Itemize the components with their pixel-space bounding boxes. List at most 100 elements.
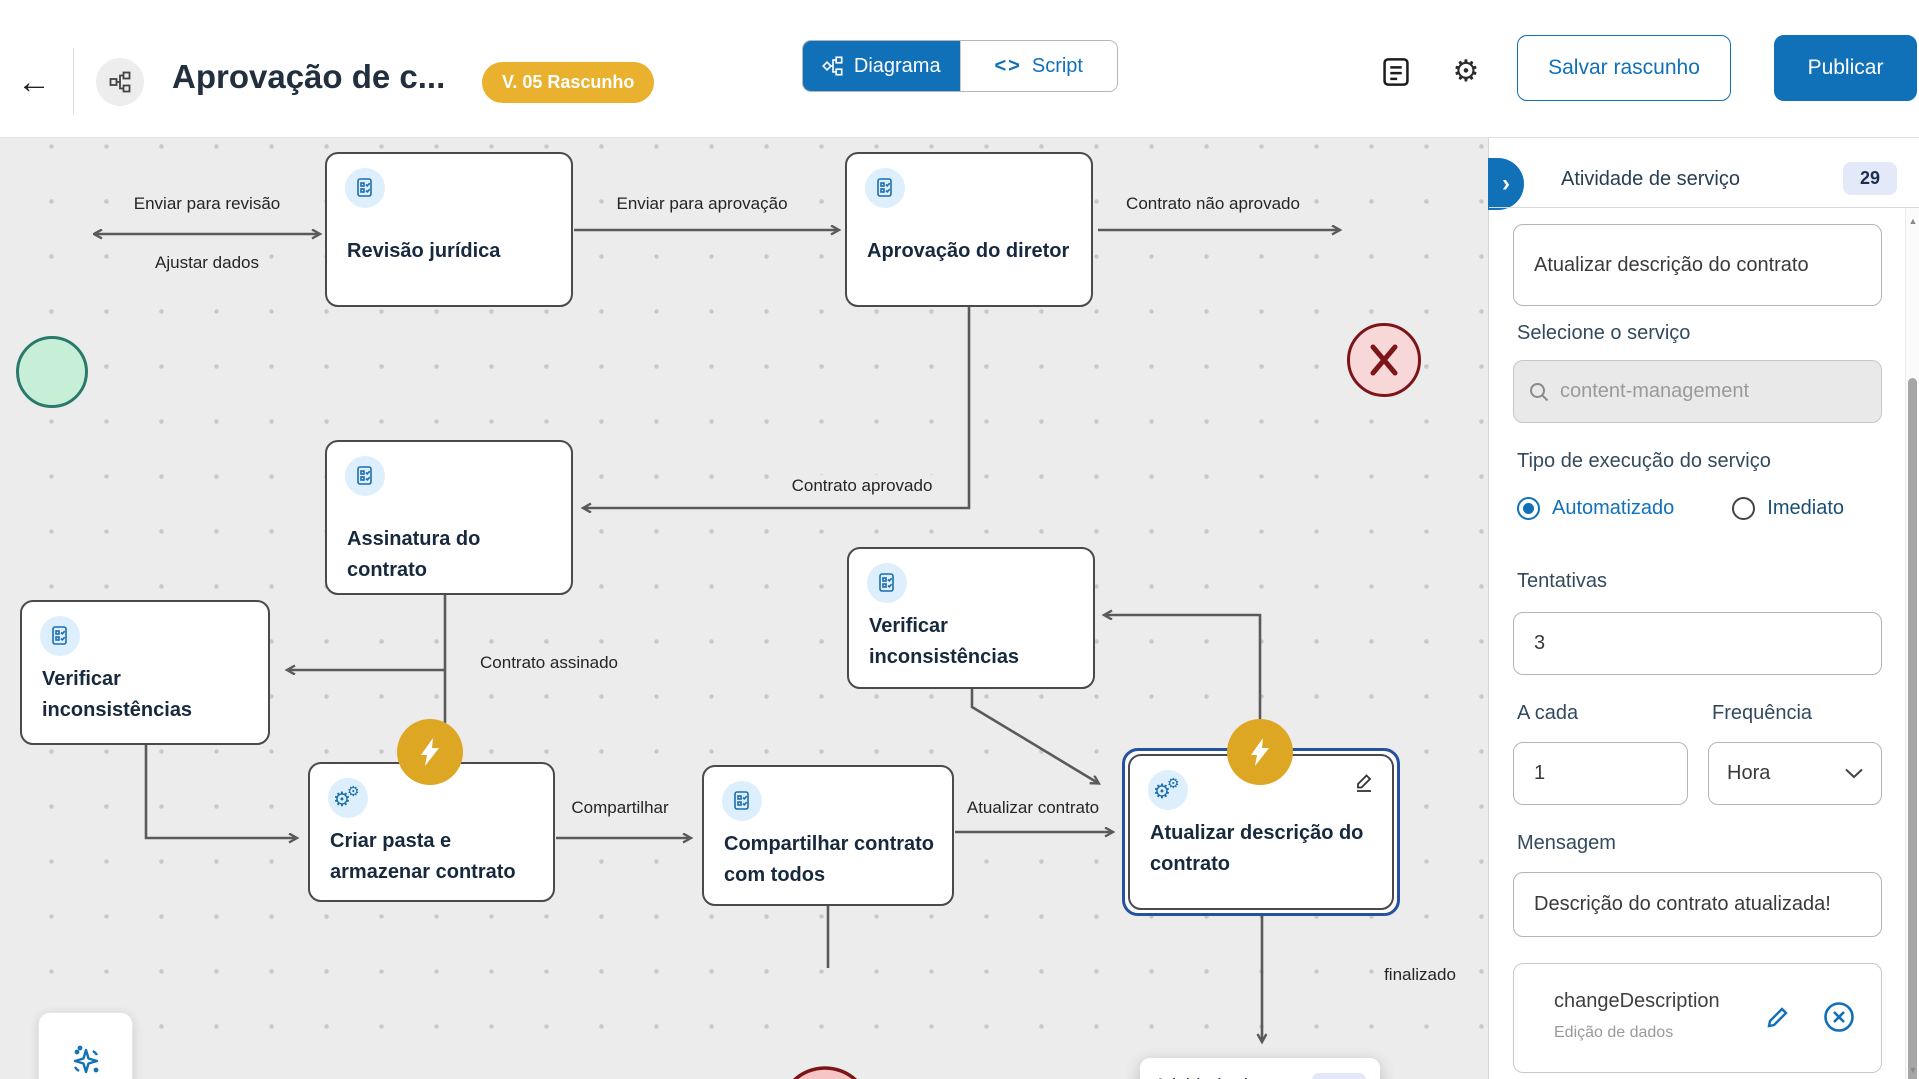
scroll-down-icon[interactable]: ▼ (1908, 1065, 1918, 1075)
version-badge: V. 05 Rascunho (482, 62, 655, 103)
node-tooltip: Atividade de se... 29 (1140, 1058, 1380, 1079)
chevron-right-icon: › (1502, 170, 1510, 197)
document-icon (1383, 58, 1409, 86)
gear-icon: ⚙ (1452, 55, 1480, 88)
form-checklist-icon (345, 456, 385, 496)
tooltip-title: Atividade de se... (1154, 1076, 1300, 1079)
save-draft-button[interactable]: Salvar rascunho (1517, 35, 1731, 101)
panel-count-badge: 29 (1843, 162, 1897, 195)
radio-unselected-icon (1732, 497, 1756, 520)
edge-label[interactable]: Contrato assinado (473, 652, 625, 674)
action-type: Edição de dados (1554, 1024, 1674, 1041)
radio-automated-label: Automatizado (1552, 497, 1675, 519)
automation-bolt-icon[interactable] (1227, 719, 1293, 785)
frequency-label: Frequência (1712, 702, 1813, 724)
node-assinatura-contrato[interactable]: Assinatura do contrato (325, 440, 573, 595)
canvas-side-tools (38, 1012, 133, 1079)
tab-script[interactable]: <> Script (959, 41, 1117, 91)
message-label: Mensagem (1517, 832, 1616, 854)
attempts-input[interactable] (1513, 612, 1882, 675)
panel-scrollbar[interactable]: ▲ ▼ (1905, 208, 1919, 1079)
activity-name-input[interactable] (1513, 224, 1882, 306)
diagram-canvas[interactable]: Enviar para revisão Ajustar dados Enviar… (0, 138, 1489, 1079)
form-checklist-icon (722, 781, 762, 821)
publish-button[interactable]: Publicar (1774, 35, 1917, 101)
node-title: Verificar inconsistências (869, 615, 1020, 668)
node-title: Assinatura do contrato (347, 528, 481, 581)
node-aprovacao-diretor[interactable]: Aprovação do diretor (845, 152, 1093, 307)
edge-label[interactable]: Atualizar contrato (959, 797, 1107, 819)
service-search-input[interactable] (1560, 380, 1867, 403)
service-action-card: changeDescription Edição de dados (1513, 963, 1882, 1073)
node-title: Compartilhar contrato com todos (724, 833, 935, 886)
radio-immediate-label: Imediato (1767, 497, 1845, 519)
service-gears-icon: ⚙⚙ (328, 778, 368, 818)
edge-label[interactable]: Contrato não aprovado (1119, 193, 1307, 215)
execution-type-radios: Automatizado Imediato (1517, 497, 1844, 520)
collapse-panel-button[interactable]: › (1488, 158, 1524, 210)
start-event-node[interactable] (16, 336, 88, 408)
node-title: Verificar inconsistências (42, 668, 193, 721)
edit-action-button[interactable] (1762, 1000, 1794, 1037)
attempts-label: Tentativas (1517, 570, 1608, 592)
tab-diagram-label: Diagrama (853, 54, 941, 77)
action-name: changeDescription (1554, 990, 1720, 1012)
service-search-box[interactable] (1513, 360, 1882, 423)
frequency-value: Hora (1727, 762, 1771, 784)
notes-button[interactable] (1378, 54, 1414, 90)
panel-title: Atividade de serviço (1561, 168, 1740, 190)
form-checklist-icon (345, 168, 385, 208)
node-title: Criar pasta e armazenar contrato (330, 830, 516, 883)
automation-bolt-icon[interactable] (397, 719, 463, 785)
frequency-select[interactable]: Hora (1708, 742, 1882, 805)
node-revisao-juridica[interactable]: Revisão jurídica (325, 152, 573, 307)
view-tabs: Diagrama <> Script (802, 40, 1118, 92)
tab-script-label: Script (1031, 54, 1083, 77)
panel-divider (1489, 207, 1919, 208)
service-gears-icon: ⚙⚙ (1148, 770, 1188, 810)
code-icon: <> (994, 54, 1022, 77)
edit-pencil-icon[interactable] (1352, 770, 1376, 799)
tab-diagram[interactable]: Diagrama (803, 41, 960, 91)
edge-label[interactable]: Enviar para revisão (126, 193, 288, 215)
radio-automated[interactable]: Automatizado (1517, 497, 1674, 520)
node-title: Aprovação do diretor (867, 240, 1070, 262)
edit-pencil-icon (1767, 1007, 1788, 1028)
ai-sparkle-icon[interactable] (61, 1036, 111, 1079)
message-input[interactable] (1513, 872, 1882, 937)
end-event-node-cancel[interactable] (1347, 323, 1421, 397)
edge-label[interactable]: Contrato aprovado (784, 475, 940, 497)
service-label: Selecione o serviço (1517, 322, 1691, 344)
every-label: A cada (1517, 702, 1579, 724)
node-compartilhar-contrato[interactable]: Compartilhar contrato com todos (702, 765, 954, 906)
chevron-down-icon (1845, 768, 1863, 779)
scroll-up-icon[interactable]: ▲ (1908, 216, 1918, 226)
node-title: Revisão jurídica (347, 240, 501, 262)
radio-selected-icon (1517, 497, 1540, 520)
radio-immediate[interactable]: Imediato (1732, 497, 1844, 520)
execution-type-label: Tipo de execução do serviço (1517, 450, 1771, 472)
settings-button[interactable]: ⚙ (1448, 54, 1484, 90)
remove-action-button[interactable] (1822, 1000, 1856, 1039)
scrollbar-thumb[interactable] (1908, 378, 1917, 1079)
back-button[interactable]: ← (14, 62, 54, 102)
edge-label[interactable]: Enviar para aprovação (609, 193, 795, 215)
x-icon (1370, 344, 1398, 376)
workflow-icon (109, 71, 131, 93)
form-checklist-icon (40, 616, 80, 656)
every-input[interactable] (1513, 742, 1688, 805)
node-verificar-inconsistencias-left[interactable]: Verificar inconsistências (20, 600, 270, 745)
edge-label[interactable]: Ajustar dados (148, 252, 266, 274)
diagram-icon (821, 56, 843, 76)
edge-label[interactable]: finalizado (1377, 964, 1463, 986)
app-header: ← Aprovação de c... V. 05 Rascunho Diag (0, 0, 1919, 138)
tooltip-count-badge: 29 (1312, 1073, 1366, 1079)
circle-x-icon (1824, 1002, 1854, 1032)
node-criar-pasta[interactable]: ⚙⚙ Criar pasta e armazenar contrato (308, 762, 555, 902)
edge-label[interactable]: Compartilhar (564, 797, 676, 819)
form-checklist-icon (867, 563, 907, 603)
search-icon (1530, 382, 1549, 401)
page-title: Aprovação de c... (172, 58, 446, 95)
node-verificar-inconsistencias-right[interactable]: Verificar inconsistências (847, 547, 1095, 689)
